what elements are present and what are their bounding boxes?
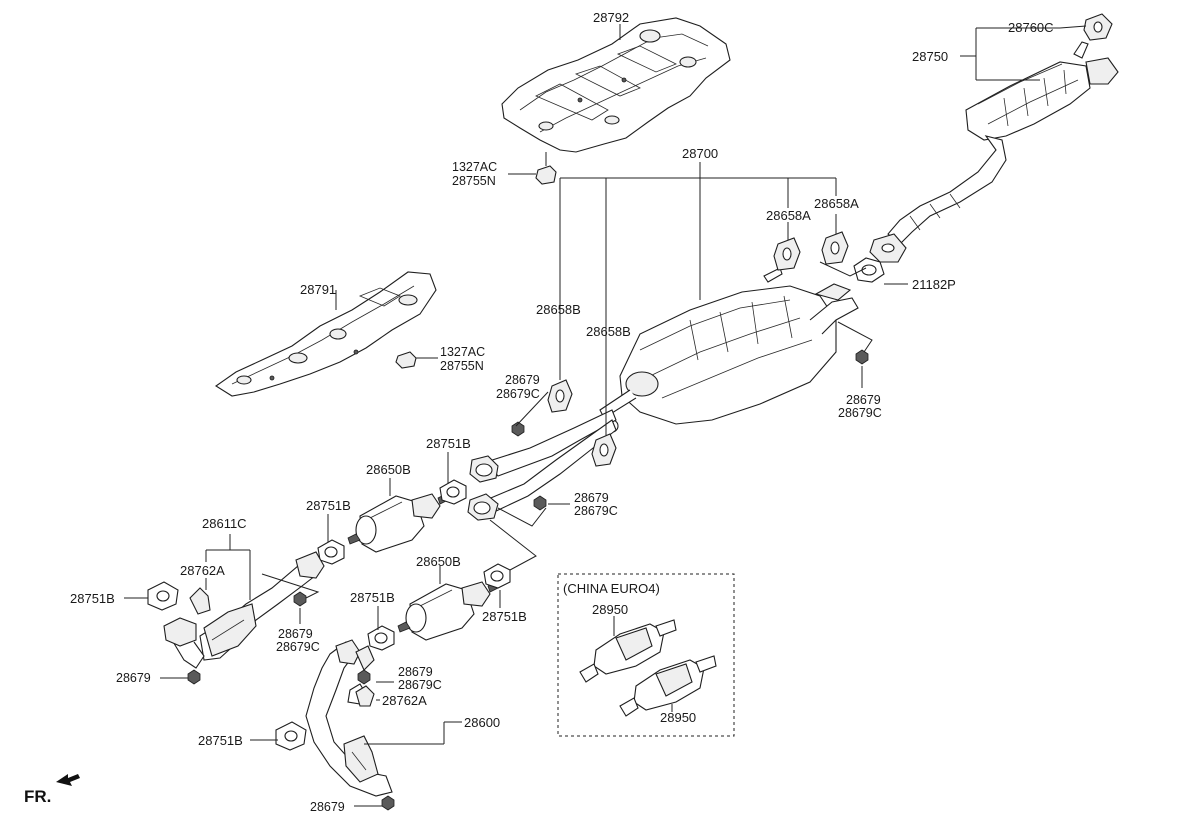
- catalytic-converter-lower[interactable]: [397, 581, 499, 641]
- catalytic-converter-28950-a[interactable]: [579, 619, 677, 683]
- label-28751b-left-upper: 28751B: [306, 498, 351, 513]
- label-28611c: 28611C: [202, 516, 247, 531]
- nut-28679-c[interactable]: [533, 495, 547, 511]
- label-28755n-lower: 28755N: [440, 359, 484, 373]
- label-1327ac-upper: 1327AC: [452, 160, 497, 174]
- gasket-28751b-6[interactable]: [275, 721, 307, 751]
- label-china-euro4: (CHINA EURO4): [563, 581, 660, 596]
- leader-lines: [124, 24, 1087, 807]
- intermediate-pipe[interactable]: [467, 409, 617, 521]
- gasket-28751b-3[interactable]: [147, 581, 179, 611]
- catalytic-converter-upper[interactable]: [347, 493, 449, 553]
- nut-28679-g[interactable]: [381, 795, 395, 811]
- label-28658a-left: 28658A: [766, 208, 811, 223]
- front-direction-arrow-icon: [56, 774, 80, 786]
- gasket-28751b-5[interactable]: [483, 563, 511, 589]
- bracket-28762a-front[interactable]: [189, 587, 211, 615]
- label-1327ac-lower: 1327AC: [440, 345, 485, 359]
- label-28600: 28600: [464, 715, 500, 730]
- gasket-28751b-4[interactable]: [367, 625, 395, 651]
- label-28658b-right: 28658B: [586, 324, 631, 339]
- label-28658b-left: 28658B: [536, 302, 581, 317]
- label-28950-upper: 28950: [592, 602, 628, 617]
- label-28650b-upper: 28650B: [366, 462, 411, 477]
- label-28751b-bottom: 28751B: [198, 733, 243, 748]
- rear-muffler[interactable]: [869, 41, 1119, 263]
- nut-28679-f[interactable]: [357, 669, 371, 685]
- label-28679c-upper-left: 28679C: [496, 387, 540, 401]
- bracket-28762a-rear[interactable]: [355, 685, 375, 707]
- front-pipe-28600[interactable]: [305, 639, 393, 797]
- label-28751b-far-left: 28751B: [70, 591, 115, 606]
- label-28751b-lower-left: 28751B: [350, 590, 395, 605]
- label-28679-right: 28679: [846, 393, 881, 407]
- flange-nut-upper[interactable]: [535, 152, 557, 185]
- label-28679c-right: 28679C: [838, 406, 882, 420]
- label-28679-bottom: 28679: [310, 800, 345, 814]
- label-28762a-front: 28762A: [180, 563, 225, 578]
- label-28750: 28750: [912, 49, 948, 64]
- label-28650b-lower: 28650B: [416, 554, 461, 569]
- label-28679-rear-pipe: 28679: [398, 665, 433, 679]
- nut-28679-e[interactable]: [187, 669, 201, 685]
- center-muffler[interactable]: [599, 267, 859, 433]
- label-28751b-upper: 28751B: [426, 436, 471, 451]
- label-28679-front-pipe: 28679: [278, 627, 313, 641]
- label-28792: 28792: [593, 10, 629, 25]
- label-28762a-rear: 28762A: [382, 693, 427, 708]
- label-28679c-rear-pipe: 28679C: [398, 678, 442, 692]
- label-28700: 28700: [682, 146, 718, 161]
- label-28791: 28791: [300, 282, 336, 297]
- fr-label: FR.: [24, 787, 51, 806]
- label-28751b-lower-right: 28751B: [482, 609, 527, 624]
- nut-28679-b[interactable]: [855, 349, 869, 365]
- hanger-28658a-left[interactable]: [773, 237, 801, 271]
- china-leader-lines: [613, 616, 673, 712]
- gasket-28751b-1[interactable]: [439, 479, 467, 505]
- label-28679-left-bottom: 28679: [116, 671, 151, 685]
- label-28679-middle: 28679: [574, 491, 609, 505]
- label-28658a-right: 28658A: [814, 196, 859, 211]
- china-euro4-box: [557, 573, 735, 737]
- label-28755n-upper: 28755N: [452, 174, 496, 188]
- label-28679c-middle: 28679C: [574, 504, 618, 518]
- flange-nut-lower[interactable]: [395, 351, 438, 369]
- heat-shield-lower[interactable]: [215, 271, 437, 397]
- catalytic-converter-28950-b[interactable]: [619, 655, 717, 717]
- label-28679-upper-left: 28679: [505, 373, 540, 387]
- hanger-28658a-right[interactable]: [821, 231, 849, 265]
- hanger-28658b-left[interactable]: [547, 379, 573, 413]
- nut-28679-d[interactable]: [293, 591, 307, 607]
- nut-28679-a[interactable]: [511, 421, 525, 437]
- hanger-28658b-right[interactable]: [591, 433, 617, 467]
- label-21182p: 21182P: [912, 277, 956, 292]
- part-labels: 28792 1327AC 28755N 28791 1327AC 28755N …: [24, 10, 1054, 814]
- label-28950-lower: 28950: [660, 710, 696, 725]
- heat-shield-upper[interactable]: [501, 17, 731, 153]
- label-28760c: 28760C: [1008, 20, 1054, 35]
- label-28679c-front-pipe: 28679C: [276, 640, 320, 654]
- rear-hanger-rubber[interactable]: [1083, 13, 1113, 41]
- gasket-28751b-2[interactable]: [317, 539, 345, 565]
- gasket-21182p[interactable]: [853, 257, 885, 283]
